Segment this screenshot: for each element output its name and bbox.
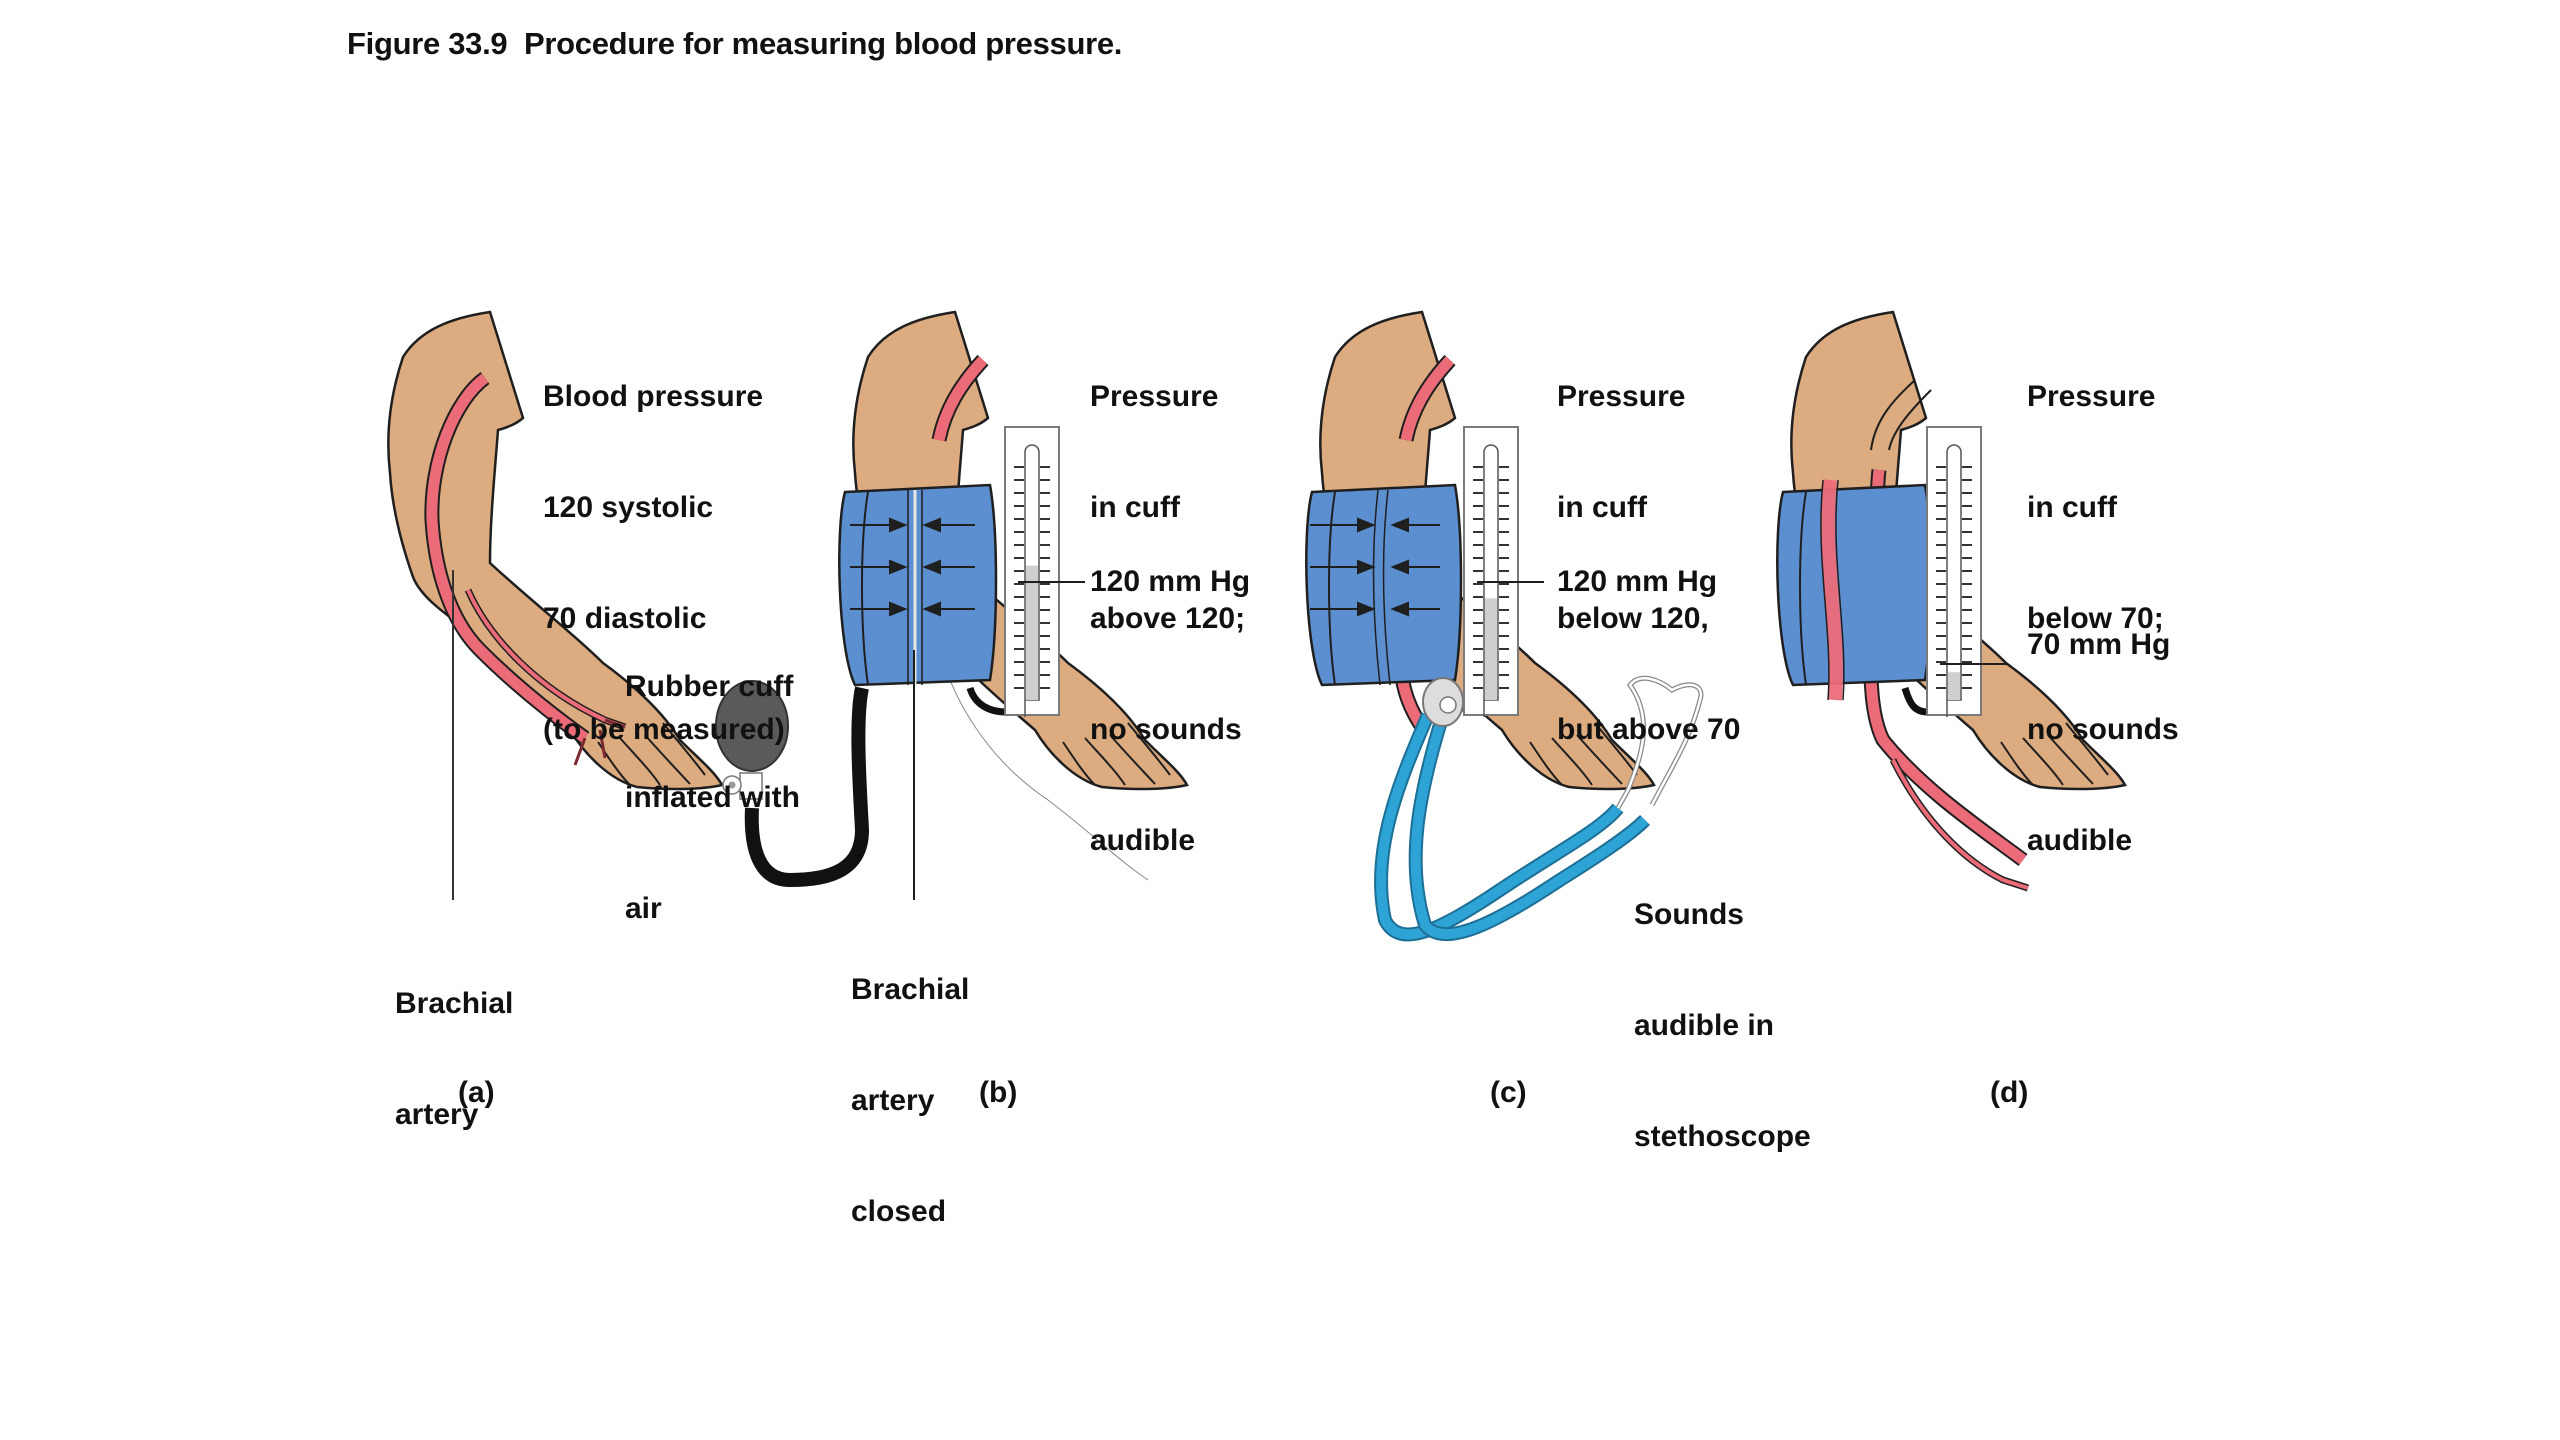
caption-line: but above 70 — [1557, 713, 1741, 746]
caption-line: audible — [2027, 824, 2133, 857]
panel-b-arm — [852, 310, 1189, 882]
panel-b-mercury-column — [1026, 565, 1038, 700]
panel-b-caption: Pressure in cuff above 120; no sounds au… — [1090, 304, 1245, 896]
panel-b-manometer — [1004, 426, 1085, 718]
panel-c-gauge-label: 120 mm Hg — [1557, 565, 1718, 598]
callout-line: closed — [851, 1195, 947, 1228]
callout-line: artery — [851, 1084, 935, 1117]
pressure-arrows — [850, 517, 975, 617]
panel-b-cuff — [744, 483, 1007, 900]
callout-line: audible in — [1634, 1009, 1775, 1042]
caption-line: 120 systolic — [543, 491, 714, 524]
panel-a-caption: Blood pressure 120 systolic 70 diastolic… — [543, 304, 785, 785]
caption-line: 70 diastolic — [543, 602, 707, 635]
callout-line: Sounds — [1634, 898, 1744, 931]
caption-line: no sounds — [1090, 713, 1242, 746]
panel-c-mercury-column — [1485, 598, 1497, 700]
brachial-artery-label: Brachial artery — [395, 911, 513, 1170]
caption-line: in cuff — [1090, 491, 1180, 524]
caption-line: below 70; — [2027, 602, 2164, 635]
callout-line: Brachial — [395, 987, 514, 1020]
panel-label-c: (c) — [1490, 1076, 1527, 1109]
callout-line: air — [625, 892, 662, 925]
caption-line: below 120, — [1557, 602, 1709, 635]
callout-line: inflated with — [625, 781, 800, 814]
stethoscope — [1374, 675, 1704, 942]
caption-line: in cuff — [2027, 491, 2117, 524]
panel-d-mercury-column — [1948, 672, 1960, 700]
panel-d-gauge-label: 70 mm Hg — [2027, 628, 2171, 661]
caption-line: Pressure — [2027, 380, 2156, 413]
caption-line: no sounds — [2027, 713, 2179, 746]
callout-line: stethoscope — [1634, 1120, 1811, 1153]
panel-a-arm — [387, 310, 724, 900]
caption-line: Blood pressure — [543, 380, 764, 413]
panel-d-cuff — [1776, 479, 1933, 716]
panel-label-a: (a) — [458, 1076, 495, 1109]
caption-line: Pressure — [1090, 380, 1219, 413]
inflation-bulb — [715, 680, 789, 800]
panel-c-cuff — [1305, 483, 1465, 712]
pressure-arrows — [1310, 517, 1440, 617]
caption-line: Pressure — [1557, 380, 1686, 413]
panel-d-manometer — [1926, 426, 2007, 718]
panel-c-caption: Pressure in cuff below 120, but above 70 — [1557, 304, 1740, 785]
rubber-cuff-label: Rubber cuff inflated with air — [625, 594, 800, 964]
panel-d-caption: Pressure in cuff below 70; no sounds aud… — [2027, 304, 2179, 896]
figure-title: Figure 33.9 Procedure for measuring bloo… — [347, 26, 1123, 61]
caption-line: audible — [1090, 824, 1196, 857]
callout-line: artery — [395, 1098, 479, 1131]
panel-b-gauge-label: 120 mm Hg — [1090, 565, 1251, 598]
caption-line: in cuff — [1557, 491, 1647, 524]
callout-line: Rubber cuff — [625, 670, 794, 703]
caption-line: above 120; — [1090, 602, 1246, 635]
panel-c-manometer — [1463, 426, 1544, 718]
panel-label-d: (d) — [1990, 1076, 2029, 1109]
sounds-audible-label: Sounds audible in stethoscope — [1634, 822, 1811, 1192]
callout-line: Brachial — [851, 973, 970, 1006]
brachial-artery-closed-label: Brachial artery closed — [851, 897, 969, 1267]
panel-label-b: (b) — [979, 1076, 1018, 1109]
caption-line: (to be measured) — [543, 713, 785, 746]
